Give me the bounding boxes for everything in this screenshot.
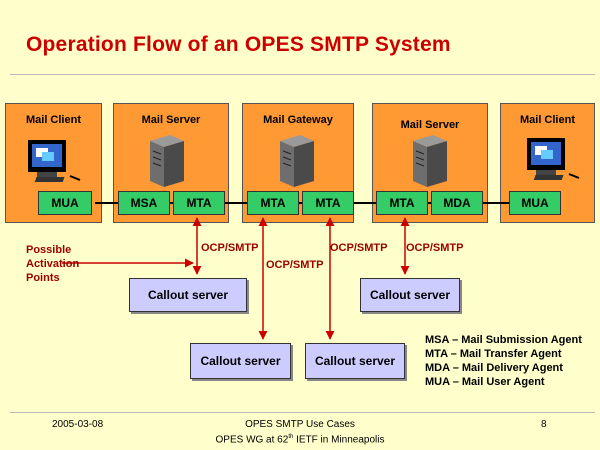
footer-divider — [10, 412, 595, 413]
callout-server-3: Callout server — [190, 343, 291, 379]
mail-server-label-right: Mail Server — [400, 119, 460, 131]
callout-server-1: Callout server — [129, 278, 247, 312]
activation-points-label: Possible Activation Points — [26, 244, 80, 284]
agent-mta-1: MTA — [173, 191, 225, 215]
mail-server-label-left: Mail Server — [141, 114, 201, 126]
legend-mda: MDA – Mail Delivery Agent — [425, 362, 563, 374]
mail-client-label-left: Mail Client — [25, 114, 81, 126]
legend-msa: MSA – Mail Submission Agent — [425, 334, 582, 346]
mail-gateway-label: Mail Gateway — [263, 114, 333, 126]
legend-mta: MTA – Mail Transfer Agent — [425, 348, 562, 360]
title-divider — [10, 74, 595, 75]
computer-icon-left — [28, 140, 81, 182]
abbreviation-legend: MSA – Mail Submission Agent MTA – Mail T… — [425, 333, 582, 389]
agent-mua-right: MUA — [509, 191, 561, 215]
agent-mta-3: MTA — [302, 191, 354, 215]
page-title: Operation Flow of an OPES SMTP System — [26, 33, 451, 56]
server-icon-gateway — [280, 135, 314, 187]
footer-page-number: 8 — [541, 419, 547, 430]
agent-msa: MSA — [118, 191, 170, 215]
mail-client-label-right: Mail Client — [519, 114, 575, 126]
ocp-label-1: OCP/SMTP — [201, 242, 259, 254]
server-icon-left — [150, 135, 184, 187]
ocp-label-4: OCP/SMTP — [406, 242, 464, 254]
legend-mua: MUA – Mail User Agent — [425, 376, 545, 388]
agent-mda: MDA — [431, 191, 483, 215]
callout-server-4: Callout server — [305, 343, 405, 379]
callout-server-2: Callout server — [360, 278, 460, 312]
agent-mua-left: MUA — [38, 191, 92, 215]
footer-title: OPES SMTP Use Cases OPES WG at 62th IETF… — [215, 419, 385, 446]
ocp-label-2: OCP/SMTP — [266, 259, 324, 271]
ocp-label-3: OCP/SMTP — [330, 242, 388, 254]
footer-date: 2005-03-08 — [52, 419, 104, 430]
agent-mta-2: MTA — [247, 191, 299, 215]
server-icon-right — [413, 135, 447, 187]
computer-icon-right — [527, 138, 580, 180]
agent-mta-4: MTA — [376, 191, 428, 215]
